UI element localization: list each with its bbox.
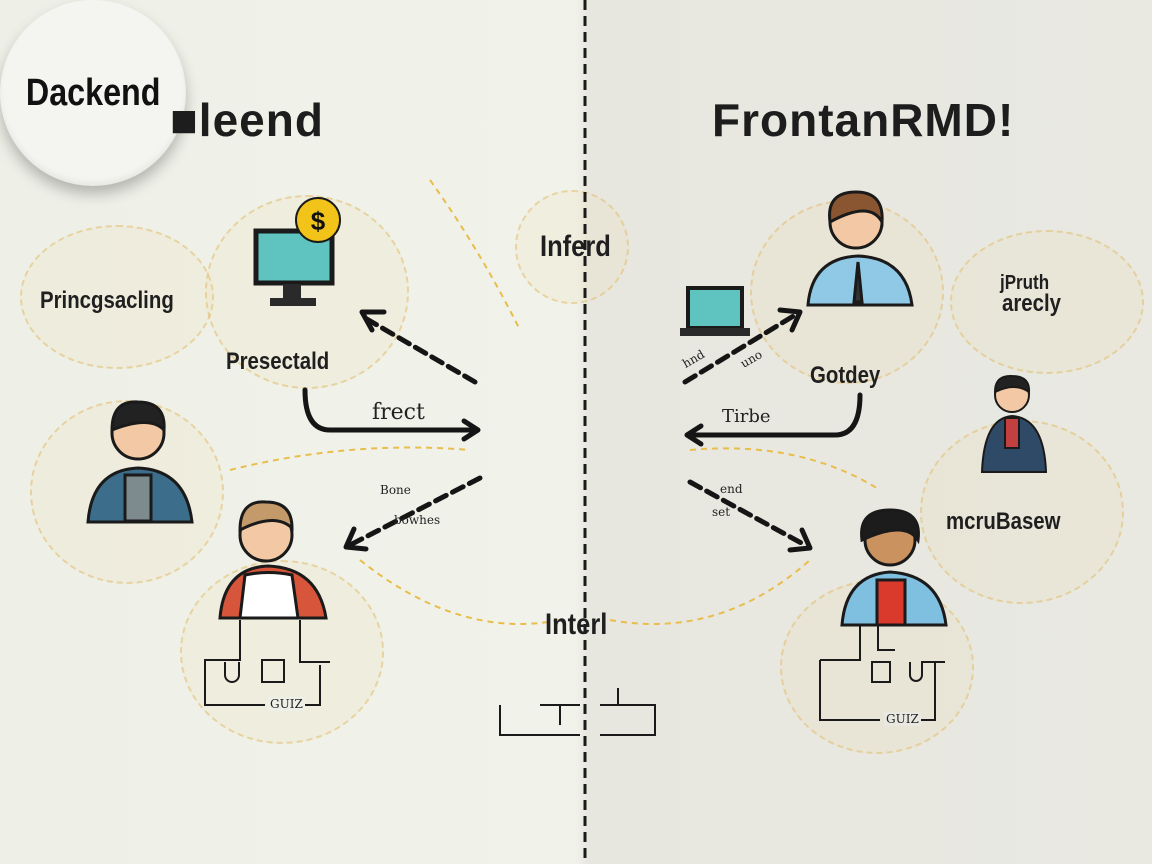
left-circuit-label: GUIZ [268, 697, 305, 711]
right-title: FrontanRMD! [712, 94, 1015, 146]
person-avatar-left-bottom [218, 500, 328, 620]
svg-text:$: $ [311, 206, 326, 236]
left-title: ■leend [170, 94, 324, 146]
top-label: Inferd [540, 230, 611, 263]
decor-ring [515, 190, 629, 304]
top-right-label-2: arecly [1002, 290, 1061, 317]
top-right-label-1: jPruth [1000, 272, 1050, 294]
person-avatar-left [86, 400, 194, 524]
person-avatar-right-bottom [840, 508, 948, 627]
arrow-to-person-right [687, 479, 808, 548]
person-avatar-right-top [806, 190, 914, 307]
arrow-head [777, 307, 803, 333]
lower-arrow-label-2: bowhes [394, 513, 441, 527]
arrow-head [684, 423, 704, 447]
arrow-head [343, 526, 369, 552]
gateway-label: Gotdey [810, 362, 881, 389]
decor-ring [180, 560, 384, 744]
frect-arrow-label: frect [372, 400, 425, 425]
dollar-badge-icon: $ [295, 197, 341, 243]
database-label: mcruBasew [946, 508, 1061, 535]
arrow-to-person [347, 475, 483, 548]
right-circuit-label: GUIZ [884, 712, 921, 726]
preset-label: Presectald [226, 348, 330, 375]
lower-arrow-label-2-right: set [712, 505, 731, 519]
lower-arrow-label-1-right: end [720, 482, 743, 496]
decor-ring [950, 230, 1144, 374]
arrow-tirbe [687, 392, 863, 438]
person-avatar-right-middle [980, 374, 1048, 473]
arrow-head [359, 309, 387, 333]
center-node[interactable]: Dackend [0, 0, 186, 186]
arrow-head [461, 418, 481, 442]
laptop-icon [680, 286, 750, 336]
decor-ring [20, 225, 214, 369]
arrow-to-monitor [362, 315, 478, 385]
processing-label: Princgsacling [40, 287, 174, 314]
bottom-label: Interl [545, 608, 608, 641]
tirbe-arrow-label: Tirbe [722, 406, 771, 427]
arrow-to-laptop [682, 312, 798, 385]
center-node-label: Dackend [25, 71, 161, 114]
lower-arrow-label-1: Bone [380, 483, 411, 497]
arrow-head [787, 527, 813, 553]
arrow-frect [302, 387, 478, 433]
